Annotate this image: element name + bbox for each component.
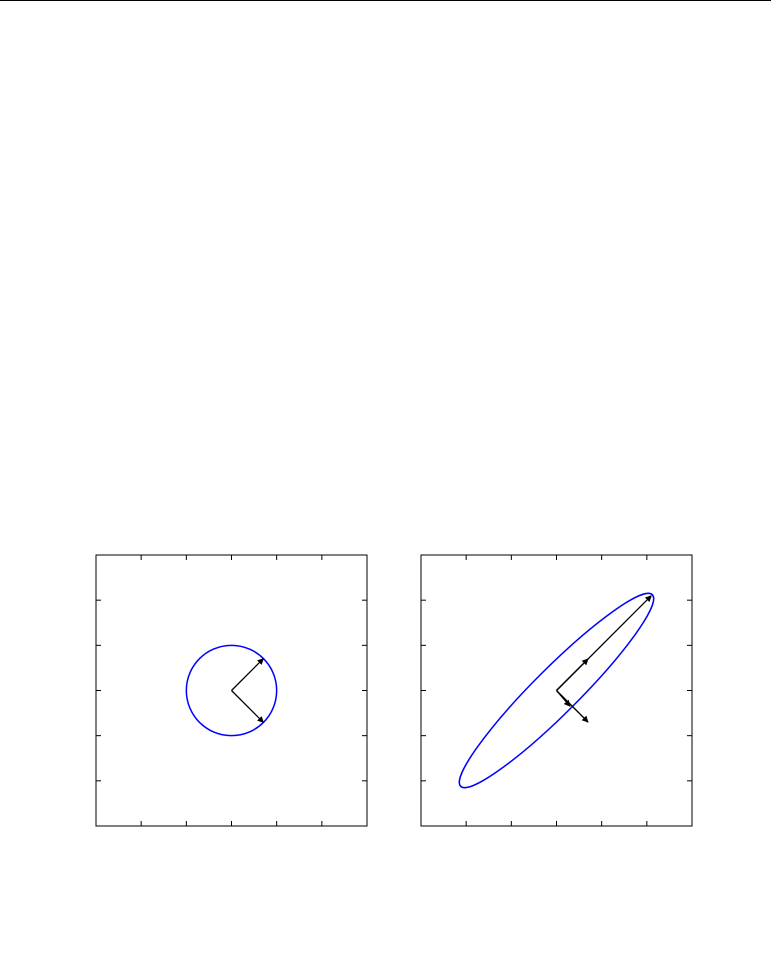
eigenvector-arrow-1 bbox=[231, 658, 264, 691]
ellipse-panel bbox=[420, 554, 693, 827]
unit-circle bbox=[185, 644, 278, 737]
eigenvector-arrow-2 bbox=[231, 690, 264, 723]
circle-panel bbox=[95, 554, 368, 827]
unit-eigenvector-arrow-2 bbox=[556, 690, 571, 707]
header-rule bbox=[0, 0, 771, 1]
unit-eigenvector-arrow-1 bbox=[556, 658, 589, 691]
